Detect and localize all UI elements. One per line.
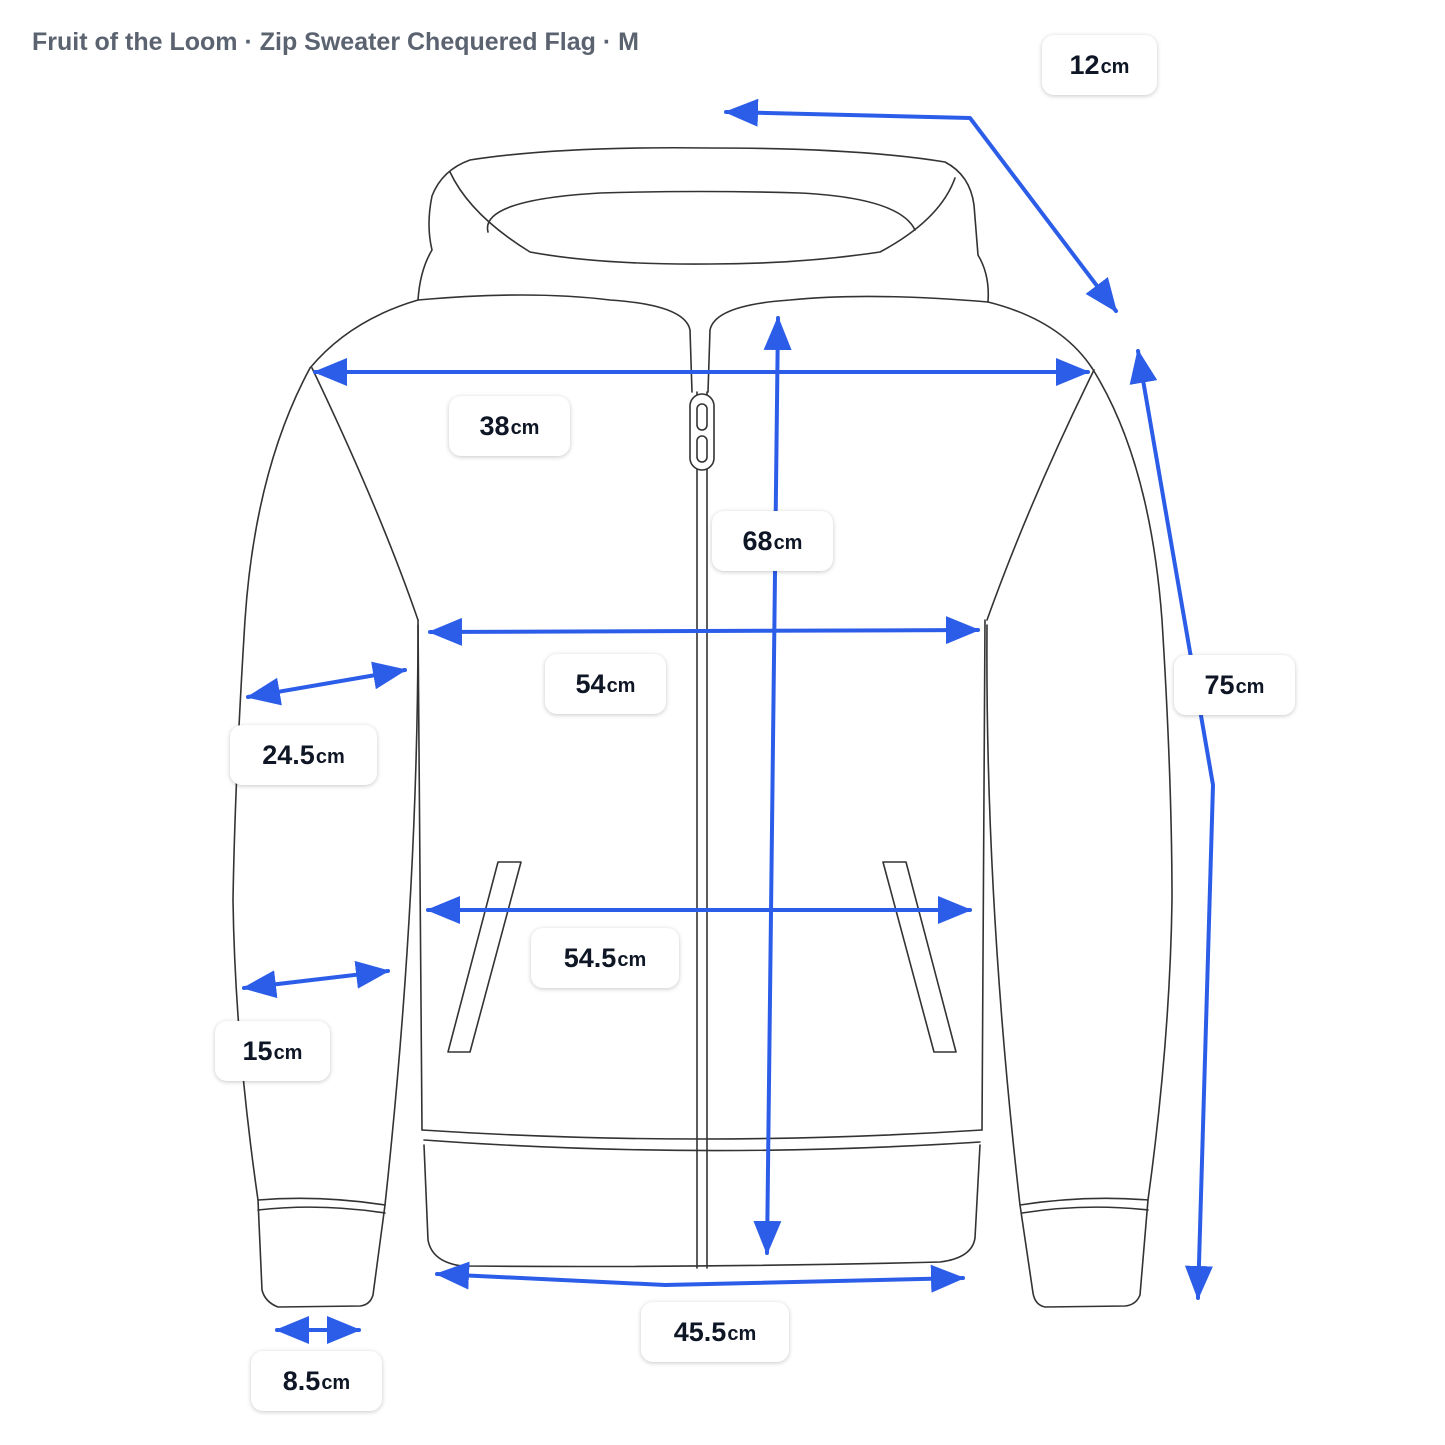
page-title: Fruit of the Loom · Zip Sweater Chequere… — [32, 28, 639, 56]
right-cuff — [1019, 1197, 1149, 1308]
right-sleeve-outer — [1091, 367, 1173, 1201]
forearm-value: 15 — [242, 1035, 273, 1066]
left-sleeve-inner — [384, 624, 419, 1206]
hem-value: 45.5 — [673, 1316, 727, 1347]
waist-value: 54.5 — [563, 942, 617, 973]
right-armhole — [986, 369, 1095, 621]
chest-value: 54 — [575, 668, 606, 699]
unit-text: cm — [273, 1041, 303, 1064]
left-armhole — [311, 367, 419, 621]
collar-left — [417, 294, 693, 393]
hem-arrow — [435, 1261, 965, 1293]
waistband-top — [421, 1129, 983, 1140]
right-sleeve-inner — [986, 624, 1021, 1206]
left-cuff — [257, 1197, 386, 1308]
right-pocket — [882, 861, 957, 1053]
hood-outline — [417, 146, 990, 303]
unit-text: cm — [315, 745, 345, 768]
hood-opening — [486, 190, 916, 233]
upper-arm-arrow — [246, 661, 407, 706]
hood-inner-lining — [449, 171, 956, 265]
back-length-value: 68 — [742, 525, 773, 556]
unit-text: cm — [617, 948, 647, 971]
chest-arrow — [428, 616, 980, 646]
body-right-side — [981, 619, 986, 1131]
left-cuff-seam — [257, 1206, 386, 1214]
right-cuff-seam — [1021, 1206, 1149, 1214]
unit-text: cm — [727, 1322, 757, 1345]
sleeve-length-value: 75 — [1204, 669, 1235, 700]
hood-arrow — [724, 98, 1118, 313]
unit-text: cm — [1100, 55, 1130, 78]
shoulder-value: 38 — [479, 410, 510, 441]
measurement-arrows — [242, 98, 1215, 1344]
left-pocket — [447, 861, 522, 1053]
unit-text: cm — [510, 416, 540, 439]
collar-right — [707, 295, 989, 393]
sleeve-length-arrow — [1129, 349, 1215, 1300]
hoodie-outline — [232, 146, 1173, 1308]
zipper-pull — [689, 393, 715, 471]
body-left-side — [417, 619, 423, 1131]
waistband-seam — [423, 1139, 981, 1152]
cuff-value: 8.5 — [282, 1365, 321, 1396]
unit-text: cm — [321, 1371, 351, 1394]
right-shoulder — [987, 301, 1093, 369]
unit-text: cm — [773, 531, 803, 554]
unit-text: cm — [606, 674, 636, 697]
hood-value: 12 — [1069, 49, 1100, 80]
waistband — [423, 1144, 981, 1268]
upper-arm-value: 24.5 — [262, 739, 315, 770]
left-shoulder — [309, 299, 419, 369]
unit-text: cm — [1235, 675, 1265, 698]
forearm-arrow — [242, 960, 390, 999]
back-length-arrow — [753, 316, 792, 1255]
